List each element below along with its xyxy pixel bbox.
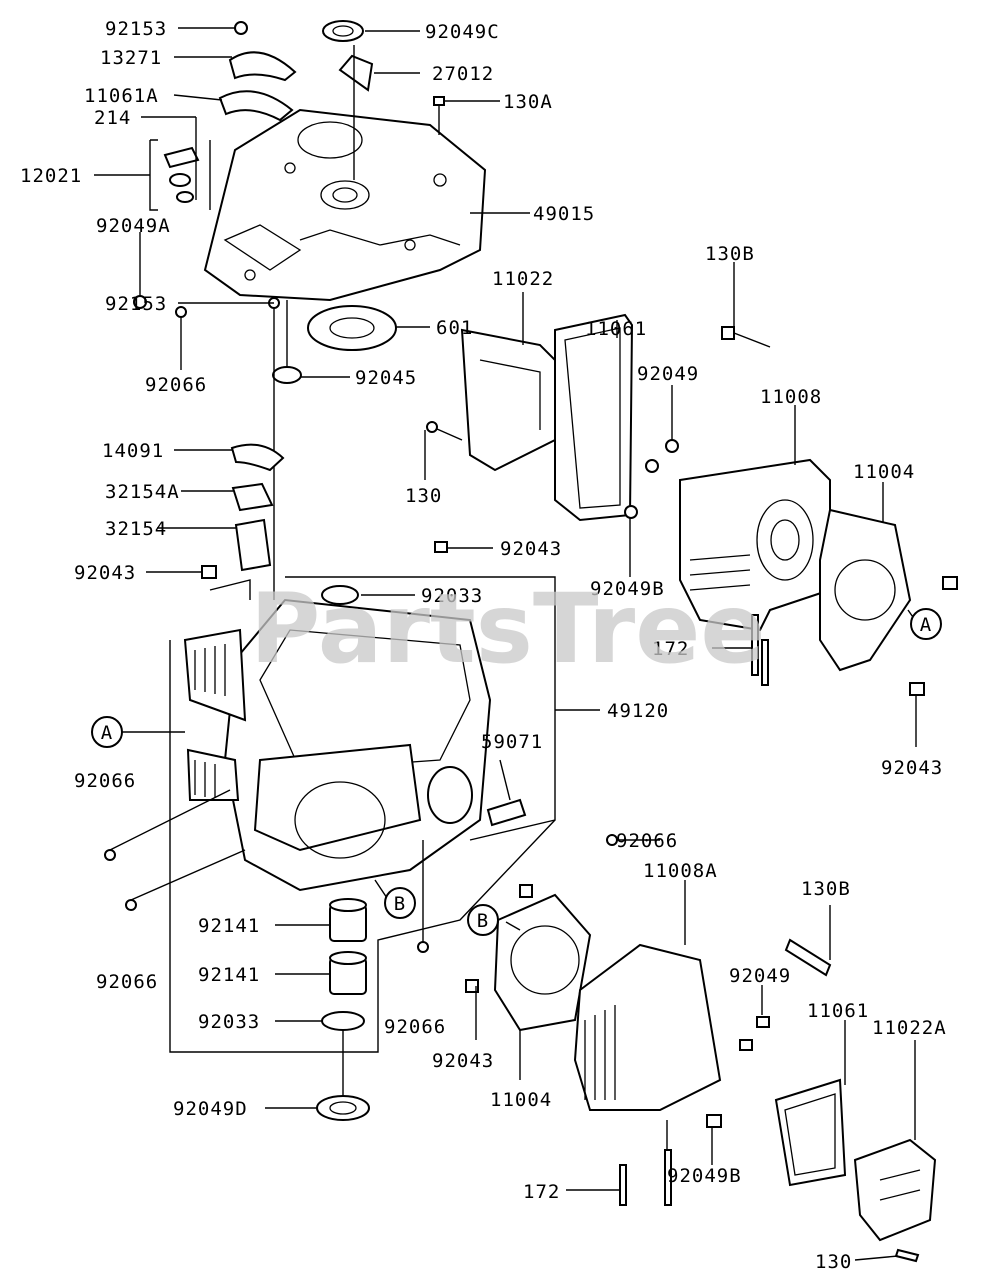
- part-label: 92066: [616, 830, 678, 852]
- part-label: 11008: [760, 386, 822, 408]
- callout-a-left-letter: A: [101, 722, 113, 744]
- part-label: 14091: [102, 440, 164, 462]
- part-label: 92043: [881, 757, 943, 779]
- part-label: 49120: [607, 700, 669, 722]
- callout-circles: A A B B: [91, 608, 942, 936]
- callout-a-right-letter: A: [920, 614, 932, 636]
- part-label: 92045: [355, 367, 417, 389]
- part-label: 130A: [503, 91, 553, 113]
- callout-a-left: [91, 716, 123, 748]
- breather-parts-drawing: [230, 297, 285, 600]
- part-label: 92043: [500, 538, 562, 560]
- part-label: 11022A: [872, 1017, 947, 1039]
- part-label: 92049C: [425, 21, 500, 43]
- partstree-watermark: PartsTree: [250, 573, 765, 685]
- part-label: 92141: [198, 964, 260, 986]
- small-covers-drawing: [163, 20, 445, 203]
- part-label: 601: [436, 317, 473, 339]
- part-label: 13271: [100, 47, 162, 69]
- part-label: 130B: [705, 243, 755, 265]
- callout-a-right: [910, 608, 942, 640]
- part-label: 92066: [384, 1016, 446, 1038]
- part-label: 11008A: [643, 860, 718, 882]
- part-label: 92066: [96, 971, 158, 993]
- part-label: 92066: [74, 770, 136, 792]
- part-label: 92049B: [667, 1165, 742, 1187]
- part-label: 11004: [853, 461, 915, 483]
- part-label: 11061: [807, 1000, 869, 1022]
- callout-b-left: [384, 887, 416, 919]
- part-label: 12021: [20, 165, 82, 187]
- part-label: 172: [523, 1181, 560, 1203]
- part-label: 92033: [198, 1011, 260, 1033]
- part-label: 11061: [585, 318, 647, 340]
- leader-lines: [94, 27, 917, 1261]
- part-label: 92153: [105, 293, 167, 315]
- part-label: 92043: [432, 1050, 494, 1072]
- part-label: 59071: [481, 731, 543, 753]
- rocker-covers-drawing: [426, 313, 771, 522]
- cylinder-head-lower-drawing: [465, 884, 937, 1263]
- part-label: 172: [652, 638, 689, 660]
- cylinder-head-upper-drawing: [679, 458, 958, 696]
- crankcase-drawing: [183, 541, 527, 892]
- part-label: 92141: [198, 915, 260, 937]
- part-label: 32154: [105, 518, 167, 540]
- part-label: 92049: [637, 363, 699, 385]
- part-label: 92066: [145, 374, 207, 396]
- part-label: 130: [405, 485, 442, 507]
- part-label: 49015: [533, 203, 595, 225]
- part-label: 214: [94, 107, 131, 129]
- part-label: 11004: [490, 1089, 552, 1111]
- part-label: 27012: [432, 63, 494, 85]
- part-label: 92049D: [173, 1098, 248, 1120]
- part-label: 92033: [421, 585, 483, 607]
- part-label: 92049B: [590, 578, 665, 600]
- callout-b-left-letter: B: [394, 893, 406, 915]
- part-label: 92049: [729, 965, 791, 987]
- bearing-and-seal-drawing: [133, 295, 397, 384]
- part-label: 92043: [74, 562, 136, 584]
- callout-b-right-letter: B: [477, 910, 489, 932]
- part-label: 130B: [801, 878, 851, 900]
- part-label: 92049A: [96, 215, 171, 237]
- part-label: 32154A: [105, 481, 180, 503]
- part-label: 130: [815, 1251, 852, 1273]
- part-labels: 92153 13271 11061A 214 12021 92049A 9204…: [20, 18, 947, 1273]
- callout-b-right: [467, 904, 499, 936]
- part-label: 11022: [492, 268, 554, 290]
- part-label: 92153: [105, 18, 167, 40]
- part-label: 11061A: [84, 85, 159, 107]
- sleeves-and-seals-drawing: [104, 834, 618, 1121]
- crankcase-cover-drawing: [203, 108, 487, 302]
